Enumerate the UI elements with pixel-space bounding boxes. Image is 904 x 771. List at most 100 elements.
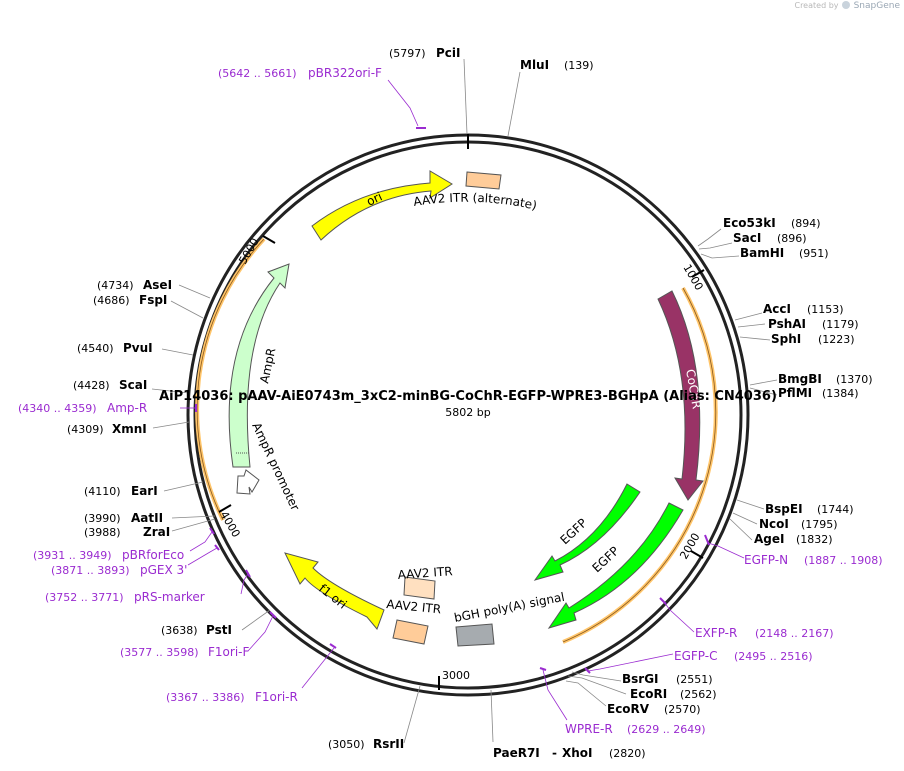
site-dash: - (552, 746, 557, 760)
site-pos-sphi: (1223) (818, 333, 855, 346)
primer-name-prs-marker[interactable]: pRS-marker (134, 590, 205, 604)
primer-name-pbr322ori-f[interactable]: pBR322ori-F (308, 66, 382, 80)
site-name-bmgbi[interactable]: BmgBI (778, 372, 822, 386)
primer-range-exfp-r: (2148 .. 2167) (755, 627, 834, 640)
bgh-polya-feature[interactable] (455, 623, 495, 647)
site-name-eco53ki[interactable]: Eco53kI (723, 216, 776, 230)
site-pos-ecori: (2562) (680, 688, 717, 701)
primer-range-prs-marker: (3752 .. 3771) (45, 591, 124, 604)
site-name-saci[interactable]: SacI (733, 231, 761, 245)
site-pos-saci: (896) (777, 232, 807, 245)
site-pos-zrai: (3988) (84, 526, 121, 539)
aav2-itr-alternate-feature[interactable] (465, 171, 502, 190)
snapgene-credit: Created by SnapGene (794, 1, 900, 11)
ampr-promoter-feature[interactable] (236, 469, 260, 495)
ampr-label: AmpR (257, 347, 278, 385)
primer-range-f1ori-r: (3367 .. 3386) (166, 691, 245, 704)
primers: (5642 .. 5661) pBR322ori-F EGFP-N (1887 … (18, 66, 883, 736)
site-pos-asei: (4734) (97, 279, 134, 292)
site-name-sphi[interactable]: SphI (771, 332, 801, 346)
plasmid-length: 5802 bp (445, 406, 490, 419)
plasmid-title-block: AiP14036: pAAV-AiE0743m_3xC2-minBG-CoChR… (159, 389, 777, 419)
aav2-itr-alternate-label: AAV2 ITR (alternate) (412, 191, 538, 213)
site-pos-xhoi: (2820) (609, 747, 646, 760)
ampr-orf-arc-outline (196, 238, 265, 521)
credit-prefix: Created by (794, 1, 839, 10)
aav2-itr-feature-1[interactable] (403, 576, 436, 600)
site-name-asei[interactable]: AseI (143, 278, 172, 292)
primer-name-f1ori-r[interactable]: F1ori-R (255, 690, 298, 704)
cochr-feature[interactable] (657, 290, 704, 501)
site-pos-eari: (4110) (84, 485, 121, 498)
tick-label-3000: 3000 (442, 669, 470, 682)
primer-range-pbr322ori-f: (5642 .. 5661) (218, 67, 297, 80)
tick-2000 (690, 550, 704, 559)
site-leader-lines (151, 58, 778, 744)
egfp-feature-1[interactable] (533, 483, 641, 581)
site-name-zrai[interactable]: ZraI (143, 525, 170, 539)
site-name-paer7i[interactable]: PaeR7I (493, 746, 540, 760)
site-name-scai[interactable]: ScaI (119, 378, 147, 392)
site-name-mlui[interactable]: MluI (520, 58, 549, 72)
tick-4000 (218, 504, 232, 513)
ori-label: ori (364, 189, 384, 208)
primer-name-f1ori-f[interactable]: F1ori-F (208, 645, 249, 659)
site-name-ecorv[interactable]: EcoRV (607, 702, 650, 716)
site-name-pflmi[interactable]: PflMI (778, 386, 812, 400)
primer-leader-lines (180, 79, 745, 721)
site-name-agei[interactable]: AgeI (754, 532, 784, 546)
site-pos-xmni: (4309) (67, 423, 104, 436)
primer-name-pbrforeco[interactable]: pBRforEco (122, 548, 184, 562)
site-pos-agei: (1832) (796, 533, 833, 546)
site-name-pcii[interactable]: PciI (436, 46, 461, 60)
plasmid-name: AiP14036: pAAV-AiE0743m_3xC2-minBG-CoChR… (159, 389, 777, 404)
egfp-feature-2[interactable] (547, 502, 684, 629)
features: ori AAV2 ITR (alternate) CoChR EGFP EGFP… (228, 170, 704, 647)
site-pos-scai: (4428) (73, 379, 110, 392)
aav2-itr-feature-2[interactable] (392, 619, 429, 645)
site-name-psti[interactable]: PstI (206, 623, 232, 637)
restriction-sites: (5797) PciI MluI (139) Eco53kI (894) Sac… (67, 46, 873, 760)
site-name-eari[interactable]: EarI (131, 484, 158, 498)
site-name-pshai[interactable]: PshAI (768, 317, 806, 331)
site-pos-pcii: (5797) (389, 47, 426, 60)
bgh-polya-label: bGH poly(A) signal (453, 590, 566, 625)
site-pos-ecorv: (2570) (664, 703, 701, 716)
site-name-xhoi[interactable]: XhoI (562, 746, 593, 760)
site-name-ncoi[interactable]: NcoI (759, 517, 789, 531)
primer-name-amp-r[interactable]: Amp-R (107, 401, 147, 415)
site-pos-bspei: (1744) (817, 503, 854, 516)
site-name-xmni[interactable]: XmnI (112, 422, 147, 436)
primer-range-egfp-c: (2495 .. 2516) (734, 650, 813, 663)
site-pos-fspi: (4686) (93, 294, 130, 307)
site-name-bamhi[interactable]: BamHI (740, 246, 784, 260)
site-name-fspi[interactable]: FspI (139, 293, 167, 307)
primer-name-wpre-r[interactable]: WPRE-R (565, 722, 613, 736)
site-name-ecori[interactable]: EcoRI (630, 687, 667, 701)
site-name-aatii[interactable]: AatII (131, 511, 163, 525)
primer-range-egfp-n: (1887 .. 1908) (804, 554, 883, 567)
primer-name-egfp-n[interactable]: EGFP-N (744, 553, 788, 567)
site-name-bspei[interactable]: BspEI (765, 502, 803, 516)
site-name-bsrgi[interactable]: BsrGI (622, 672, 659, 686)
primer-name-pgex[interactable]: pGEX 3' (140, 563, 187, 577)
cochr-egfp-orf-arc-outline (562, 287, 717, 643)
primer-range-wpre-r: (2629 .. 2649) (627, 723, 706, 736)
primer-range-pbrforeco: (3931 .. 3949) (33, 549, 112, 562)
site-pos-rsrii: (3050) (328, 738, 365, 751)
primer-mark-wpre-r (539, 667, 547, 671)
site-name-acci[interactable]: AccI (763, 302, 791, 316)
ampr-promoter-label: AmpR promoter (249, 420, 302, 512)
site-name-pvui[interactable]: PvuI (123, 341, 153, 355)
primer-range-pgex: (3871 .. 3893) (51, 564, 130, 577)
primer-name-exfp-r[interactable]: EXFP-R (695, 626, 737, 640)
f1-ori-feature[interactable] (284, 552, 385, 630)
ampr-feature[interactable] (228, 263, 290, 468)
ori-feature[interactable] (311, 170, 453, 241)
primer-name-egfp-c[interactable]: EGFP-C (674, 649, 717, 663)
site-pos-pshai: (1179) (822, 318, 859, 331)
site-pos-aatii: (3990) (84, 512, 121, 525)
site-pos-bmgbi: (1370) (836, 373, 873, 386)
site-name-rsrii[interactable]: RsrII (373, 737, 404, 751)
orf-arcs (195, 237, 718, 644)
